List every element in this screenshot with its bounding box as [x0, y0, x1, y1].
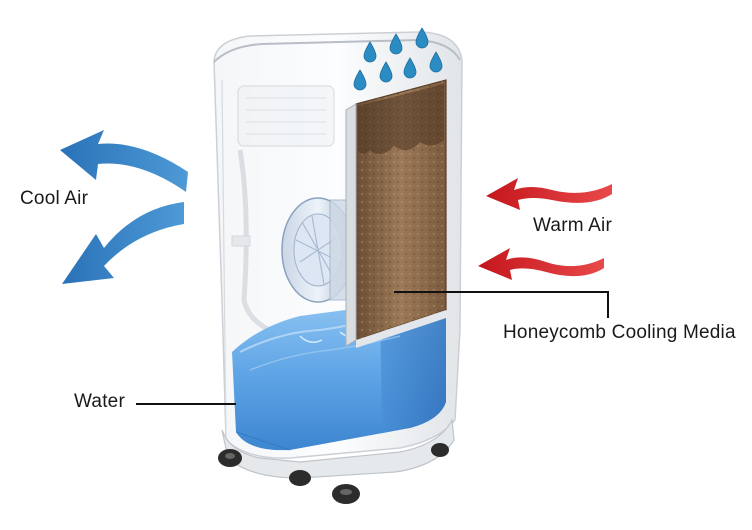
caster-wheel-icon: [218, 449, 242, 467]
caster-wheel-icon: [431, 443, 449, 457]
warm-air-label: Warm Air: [533, 215, 613, 236]
cool-air-arrow-icon: [60, 130, 188, 192]
water-droplet-icon: [353, 69, 367, 91]
honeycomb-cooling-media-label: Honeycomb Cooling Media: [503, 322, 736, 343]
caster-wheel-icon: [289, 470, 311, 486]
cool-air-arrow-icon: [62, 202, 184, 284]
honeycomb-leader-line: [394, 291, 609, 318]
water-droplet-icon: [403, 57, 417, 79]
caster-wheel-icon: [332, 484, 360, 504]
water-label: Water: [74, 391, 125, 412]
cool-air-arrows: [60, 130, 188, 284]
warm-air-arrow-icon: [486, 178, 612, 210]
caster-wheels: [218, 443, 449, 504]
warm-air-arrow-icon: [478, 248, 604, 280]
water-droplet-icon: [379, 61, 393, 83]
water-droplet-icon: [429, 51, 443, 73]
water-droplet-icon: [415, 27, 429, 49]
water-droplets: [353, 27, 443, 91]
water-droplet-icon: [363, 41, 377, 63]
leader-lines: [136, 291, 609, 405]
warm-air-arrows: [478, 178, 612, 280]
honeycomb-media-panel: [345, 79, 447, 348]
water-droplet-icon: [389, 33, 403, 55]
cool-air-label: Cool Air: [20, 188, 89, 209]
